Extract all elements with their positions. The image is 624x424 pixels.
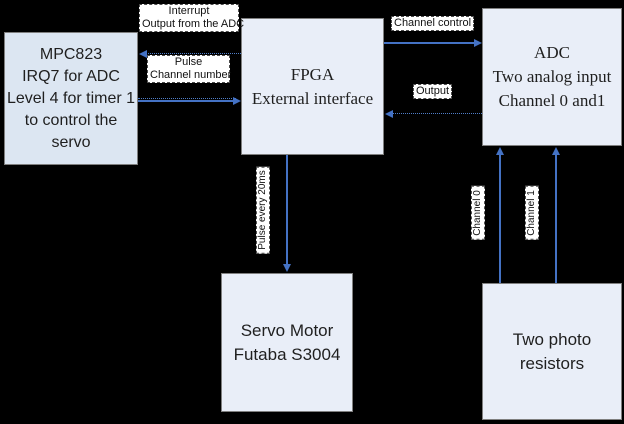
arrow-adc-to-fpga-line (393, 113, 482, 114)
arrow-right-head-icon (474, 39, 482, 47)
servo-motor-node: Servo Motor Futaba S3004 (221, 273, 353, 412)
fpga-text-line: External interface (251, 88, 374, 108)
channel-0-text: Channel 0 (470, 186, 485, 240)
output-label: Output (413, 84, 453, 99)
mpc823-text-line: IRQ7 for ADC (22, 67, 120, 85)
servo-text-line: Servo Motor (240, 320, 334, 340)
channel-1-label: Channel 1 (524, 185, 539, 241)
adc-node: ADC Two analog input Channel 0 and1 (482, 8, 622, 146)
pulse-label-line: Channel number (150, 69, 232, 81)
mpc823-text-line: servo (51, 133, 91, 151)
photo-resistors-node: Two photo resistors (482, 283, 622, 420)
fpga-text-line: FPGA (290, 64, 335, 84)
adc-text-line: ADC (534, 43, 570, 62)
arrow-right-head-icon (233, 97, 241, 105)
adc-text-line: Channel 0 and1 (498, 91, 606, 110)
arrow-mpc823-to-fpga-dotted-overlay (138, 98, 236, 99)
arrow-down-head-icon (283, 264, 291, 272)
arrow-up-head-icon (552, 147, 560, 155)
pulse-label-line: Pulse (174, 56, 203, 68)
arrow-photo-to-adc-ch0-line (499, 154, 501, 283)
photo-text-line: resistors (519, 353, 585, 373)
arrow-up-head-icon (496, 147, 504, 155)
mpc823-node: MPC823 IRQ7 for ADC Level 4 for timer 1 … (4, 32, 138, 165)
interrupt-label: Interrupt Output from the ADC (139, 4, 245, 32)
arrow-fpga-to-servo-line (286, 155, 288, 265)
pulse-every-20ms-label: Pulse every 20ms (255, 166, 271, 254)
mpc823-text-line: Level 4 for timer 1 (6, 89, 136, 107)
servo-text-line: Futaba S3004 (233, 344, 341, 364)
interrupt-label-line: Interrupt (168, 5, 210, 17)
arrow-fpga-to-mpc823-line (148, 53, 241, 54)
channel-control-label: Channel control (391, 16, 475, 31)
arrow-left-head-icon (139, 50, 147, 58)
mpc823-text-line: to control the (24, 111, 118, 129)
arrow-left-head-icon (385, 110, 393, 118)
photo-text-line: Two photo (512, 329, 592, 349)
mpc823-text-line: MPC823 (39, 45, 103, 63)
fpga-node: FPGA External interface (241, 18, 384, 155)
channel-0-label: Channel 0 (470, 185, 485, 241)
arrow-fpga-to-adc-line (384, 42, 476, 44)
adc-text-line: Two analog input (492, 67, 612, 86)
arrow-photo-to-adc-ch1-line (555, 154, 557, 283)
pulse-every-20ms-text: Pulse every 20ms (256, 166, 270, 254)
arrow-mpc823-to-fpga-line (138, 100, 236, 102)
pulse-channel-number-label: Pulse Channel number (147, 55, 232, 83)
channel-1-text: Channel 1 (524, 186, 539, 240)
interrupt-label-line: Output from the ADC (142, 18, 245, 30)
